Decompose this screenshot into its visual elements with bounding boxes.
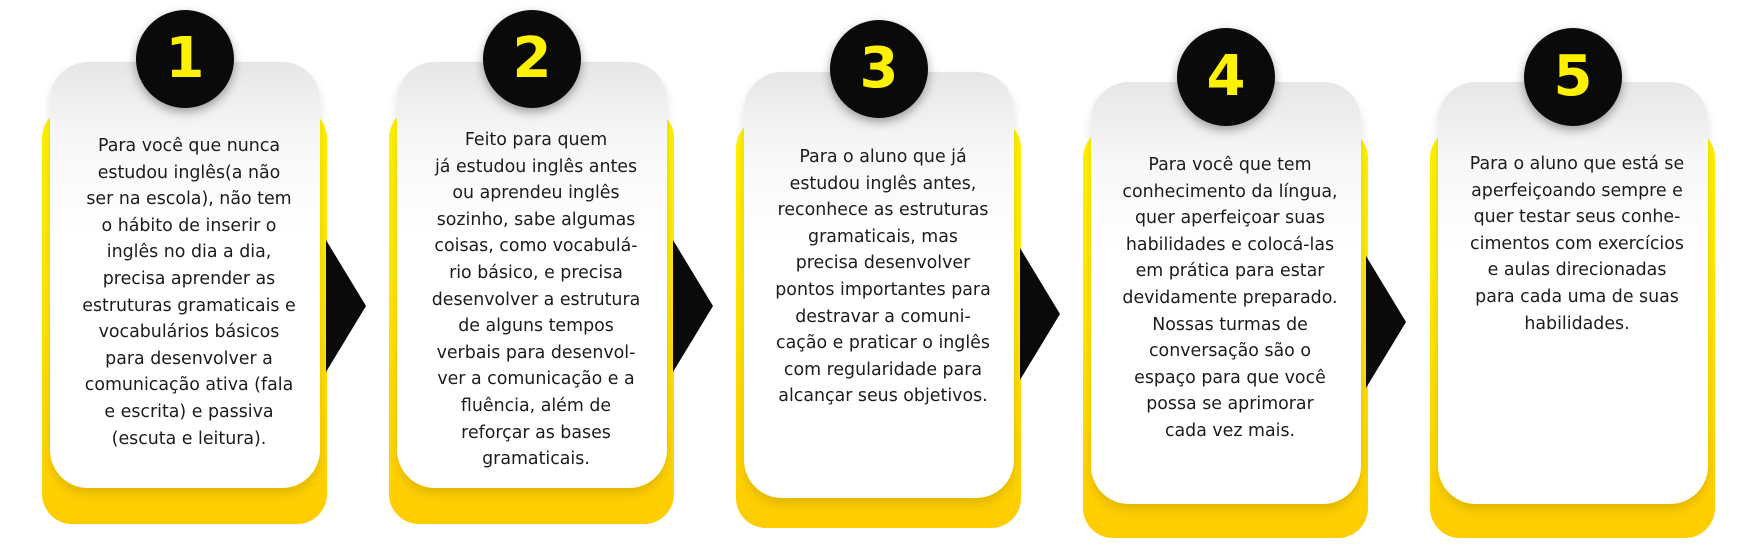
step-2-number-badge: 2: [483, 10, 581, 108]
arrow-4-to-5: [1366, 256, 1406, 388]
step-3-card: [744, 72, 1014, 498]
step-4-number-badge: 4: [1177, 28, 1275, 126]
step-5-number-badge: 5: [1524, 28, 1622, 126]
step-3-number-badge: 3: [830, 20, 928, 118]
step-4-number: 4: [1206, 44, 1246, 109]
arrow-1-to-2: [326, 240, 366, 372]
step-1-card: [50, 62, 320, 488]
step-4-text: Para você que tem conhecimento da língua…: [1122, 155, 1338, 441]
step-2-card: [397, 62, 667, 488]
step-3-number: 3: [859, 36, 899, 101]
step-2-text: Feito para quem já estudou inglês antes …: [431, 130, 641, 470]
step-1-number-badge: 1: [136, 10, 234, 108]
step-2-number: 2: [512, 26, 552, 91]
arrow-2-to-3: [673, 240, 713, 372]
step-5-number: 5: [1553, 44, 1593, 109]
step-1-text: Para você que nunca estudou inglês(a não…: [82, 136, 296, 449]
step-5-text: Para o aluno que está se aperfeiçoando s…: [1469, 154, 1685, 334]
step-4-card: [1091, 82, 1361, 504]
arrow-3-to-4: [1020, 248, 1060, 380]
step-5-card: [1438, 82, 1708, 504]
step-1-number: 1: [165, 26, 205, 91]
step-3-text: Para o aluno que já estudou inglês antes…: [775, 147, 991, 407]
